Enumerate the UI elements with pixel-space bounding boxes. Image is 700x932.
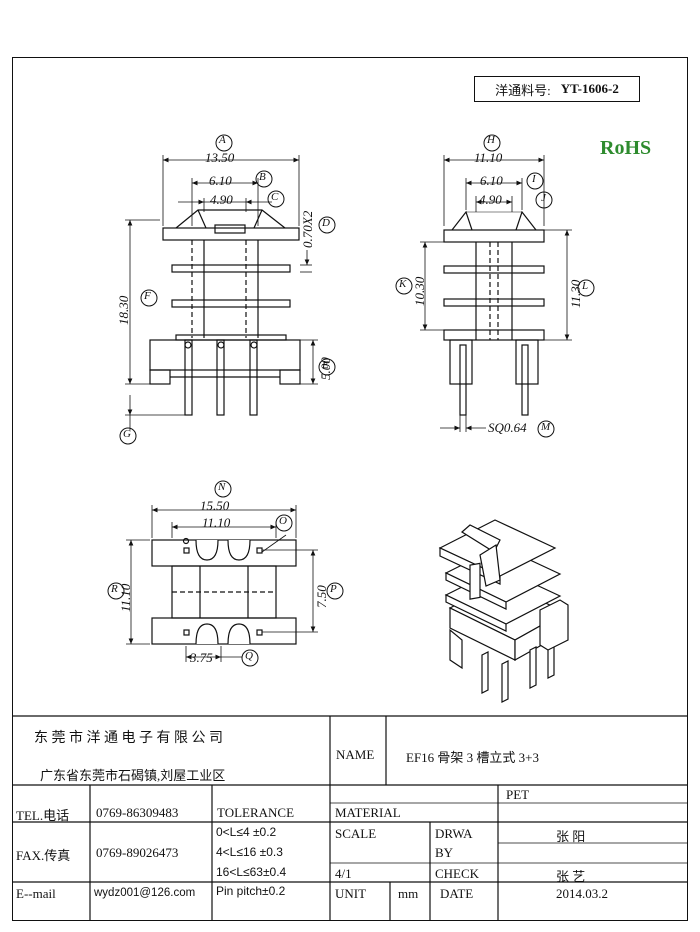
dim-N-value: 15.50 — [200, 498, 230, 513]
dim-G-label: G — [123, 428, 131, 440]
dim-D-value: 0.70X2 — [300, 210, 315, 248]
front-view-labels — [119, 134, 336, 445]
email-label: E--mail — [16, 886, 56, 901]
dim-O-value: 11.10 — [202, 515, 231, 530]
tolerance-row-3: 16<L≤63±0.4 — [216, 865, 287, 879]
side-view — [420, 155, 572, 432]
bottom-view — [126, 505, 318, 662]
rohs-mark: RoHS — [600, 137, 652, 159]
company-name: 东 莞 市 洋 通 电 子 有 限 公 司 — [34, 731, 223, 746]
dim-M-value: SQ0.64 — [488, 420, 527, 435]
dim-P-label: P — [330, 583, 337, 595]
dim-B-value: 6.10 — [209, 173, 232, 188]
tel-label: TEL.电话 — [16, 808, 70, 823]
dim-R-label: R — [111, 583, 118, 595]
tolerance-row-1: 0<L≤4 ±0.2 — [216, 825, 277, 839]
drawn-by-label-2: BY — [435, 845, 454, 860]
tolerance-label: TOLERANCE — [217, 805, 295, 820]
dim-B-label: B — [259, 171, 266, 183]
front-view — [125, 155, 318, 430]
dim-D-label: D — [322, 217, 330, 229]
check-label: CHECK — [435, 866, 480, 881]
dim-E-label: E — [322, 359, 329, 371]
part-number-value: YT-1606-2 — [560, 81, 619, 96]
name-value: EF16 骨架 3 槽立式 3+3 — [406, 750, 540, 765]
side-view-labels — [395, 134, 595, 438]
dim-K-value: 10.30 — [412, 276, 427, 306]
part-number-box: 洋通料号: YT-1606-2 — [474, 76, 640, 102]
dim-H-label: H — [487, 134, 495, 146]
dim-J-label: J — [541, 192, 546, 204]
dim-N-label: N — [218, 481, 226, 493]
dim-K-label: K — [399, 278, 407, 290]
tolerance-row-4: Pin pitch±0.2 — [216, 884, 286, 898]
isometric-view — [438, 519, 569, 703]
check-value: 张 艺 — [556, 869, 586, 884]
drawn-by-label-1: DRWA — [435, 826, 473, 841]
scale-value: 4/1 — [335, 866, 352, 881]
tolerance-row-2: 4<L≤16 ±0.3 — [216, 845, 283, 859]
dim-R-value: 11.10 — [118, 583, 133, 612]
dim-I-label: I — [532, 173, 536, 185]
dim-E-value: 5.00 — [318, 357, 333, 380]
date-value: 2014.03.2 — [556, 886, 608, 901]
material-value: PET — [506, 787, 530, 802]
bottom-view-labels — [107, 480, 344, 667]
dim-O-label: O — [279, 515, 287, 527]
drawn-by-value: 张 阳 — [556, 829, 586, 844]
name-label: NAME — [336, 747, 375, 762]
tel-value: 0769-86309483 — [96, 805, 179, 820]
fax-value: 0769-89026473 — [96, 845, 179, 860]
fax-label: FAX.传真 — [16, 848, 71, 863]
dim-A-value: 13.50 — [205, 150, 235, 165]
dim-J-value: 4.90 — [479, 192, 502, 207]
dim-P-value: 7.50 — [314, 585, 329, 608]
email-value: wydz001@126.com — [94, 887, 196, 899]
title-block-grid — [12, 715, 688, 921]
dim-F-label: F — [144, 290, 151, 302]
unit-value: mm — [398, 886, 419, 901]
scale-label: SCALE — [335, 826, 377, 841]
dim-L-value: 11.30 — [568, 279, 583, 308]
dim-F-value: 18.30 — [116, 295, 131, 325]
drawing-frame — [12, 57, 688, 921]
dim-A-label: A — [219, 134, 226, 146]
part-number-label: 洋通料号: — [495, 82, 551, 98]
dim-L-label: L — [582, 280, 589, 292]
unit-label: UNIT — [335, 886, 367, 901]
dim-C-value: 4.90 — [210, 192, 233, 207]
dim-Q-label: Q — [245, 650, 253, 662]
date-label: DATE — [440, 886, 474, 901]
dim-H-value: 11.10 — [474, 150, 503, 165]
dim-C-label: C — [271, 191, 279, 203]
dim-M-label: M — [541, 421, 551, 433]
company-address: 广东省东莞市石碣镇,刘屋工业区 — [40, 768, 226, 783]
material-label: MATERIAL — [335, 805, 401, 820]
dim-Q-value: 3.75 — [190, 650, 213, 665]
dim-I-value: 6.10 — [480, 173, 503, 188]
